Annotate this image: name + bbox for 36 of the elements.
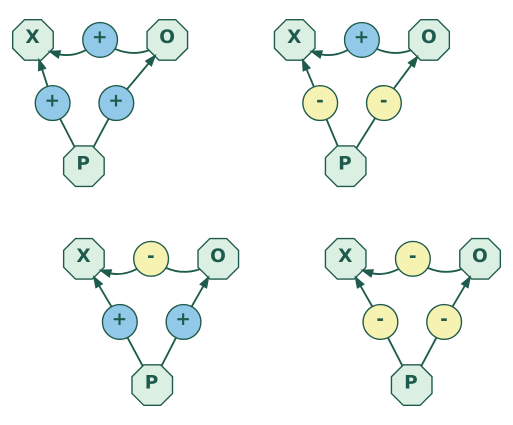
node-circle: - xyxy=(302,84,338,122)
arrow xyxy=(126,54,157,90)
node-circle: - xyxy=(133,240,170,277)
arrow xyxy=(452,275,472,308)
node-circle: + xyxy=(82,22,118,58)
node-circle: + xyxy=(98,84,134,122)
arrow xyxy=(98,268,138,278)
connector xyxy=(420,337,438,366)
connector xyxy=(126,337,144,366)
connector xyxy=(160,337,177,366)
arrow xyxy=(392,55,419,90)
connector xyxy=(326,119,338,146)
connector xyxy=(376,48,411,54)
arrow xyxy=(302,58,315,87)
arrow xyxy=(190,275,210,307)
arrow xyxy=(354,275,374,307)
arrow xyxy=(309,49,348,59)
node-circle: + xyxy=(344,22,380,58)
node-circle: + xyxy=(34,84,71,122)
node-circle: + xyxy=(102,304,138,340)
arrow xyxy=(38,58,48,86)
connector xyxy=(59,118,76,148)
arrow xyxy=(92,275,112,308)
connector xyxy=(92,118,110,148)
node-circle: - xyxy=(426,304,462,340)
connector xyxy=(356,118,376,149)
node-circle: - xyxy=(394,240,431,277)
connector xyxy=(428,267,462,273)
connector xyxy=(387,337,404,366)
node-circle: - xyxy=(362,304,399,340)
arrow xyxy=(48,49,86,59)
node-circle: + xyxy=(165,304,202,340)
connector xyxy=(166,267,200,273)
node-circle: - xyxy=(366,84,402,122)
arrow xyxy=(360,268,399,278)
connector xyxy=(115,48,149,54)
